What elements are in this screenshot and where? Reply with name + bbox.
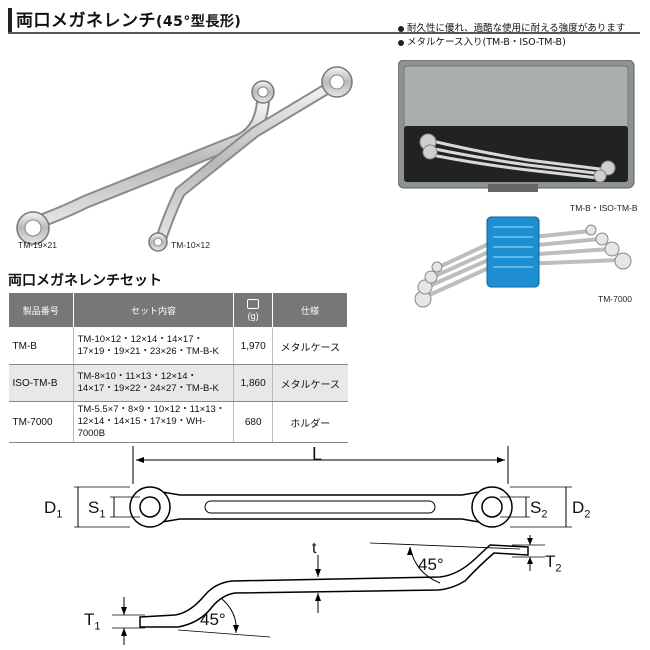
cell-weight: 680 bbox=[233, 401, 273, 443]
title-subtitle: (45°型長形) bbox=[156, 14, 242, 30]
cell-weight: 1,860 bbox=[233, 364, 273, 402]
title-main: 両口メガネレンチ bbox=[16, 11, 156, 31]
cell-spec: メタルケース bbox=[272, 327, 348, 365]
title-accent bbox=[8, 8, 12, 34]
dim-t: t bbox=[312, 540, 317, 557]
cell-contents: TM-8×10・11×13・12×14・14×17・19×22・24×27・TM… bbox=[72, 364, 234, 402]
caption-metal-case: TM-B・ISO-TM-B bbox=[570, 203, 638, 213]
holder-photo bbox=[414, 216, 632, 308]
angle-upper: 45° bbox=[418, 555, 444, 574]
caption-wrench-small: TM-10×12 bbox=[171, 240, 210, 250]
feature-item: 耐久性に優れ、過酷な使用に耐える強度があります bbox=[398, 22, 625, 36]
cell-spec: メタルケース bbox=[272, 364, 348, 402]
page-title: 両口メガネレンチ(45°型長形) bbox=[16, 8, 241, 35]
caption-wrench-large: TM-19×21 bbox=[18, 240, 57, 250]
angle-lower: 45° bbox=[200, 610, 226, 629]
dimension-diagram-side bbox=[112, 535, 545, 645]
dim-D1: D1 bbox=[44, 498, 63, 521]
col-weight: (g) bbox=[233, 292, 273, 328]
cell-product-no: TM-B bbox=[8, 327, 74, 365]
set-section-title: 両口メガネレンチセット bbox=[8, 273, 162, 289]
metal-case-photo bbox=[398, 60, 635, 192]
cell-product-no: ISO-TM-B bbox=[8, 364, 74, 402]
cell-contents: TM-10×12・12×14・14×17・17×19・19×21・23×26・T… bbox=[72, 327, 234, 365]
cell-product-no: TM-7000 bbox=[8, 401, 74, 443]
feature-list: 耐久性に優れ、過酷な使用に耐える強度があります メタルケース入り(TM-B・IS… bbox=[398, 22, 625, 50]
col-product-no: 製品番号 bbox=[8, 292, 74, 328]
dim-L: L bbox=[312, 444, 323, 464]
table-row: TM-7000 TM-5.5×7・8×9・10×12・11×13・12×14・1… bbox=[8, 401, 348, 443]
col-contents: セット内容 bbox=[72, 292, 235, 328]
dimension-diagram-top bbox=[74, 446, 572, 528]
bullet-icon bbox=[398, 39, 404, 46]
caption-holder: TM-7000 bbox=[598, 294, 633, 304]
col-spec: 仕様 bbox=[272, 292, 348, 328]
table-row: TM-B TM-10×12・12×14・14×17・17×19・19×21・23… bbox=[8, 327, 348, 365]
dim-T2: T2 bbox=[545, 552, 562, 575]
title-bar: 両口メガネレンチ(45°型長形) bbox=[8, 8, 640, 34]
dim-S2: S2 bbox=[530, 498, 548, 521]
dim-D2: D2 bbox=[572, 498, 591, 521]
cell-weight: 1,970 bbox=[233, 327, 273, 365]
bullet-icon bbox=[398, 25, 404, 32]
table-row: ISO-TM-B TM-8×10・11×13・12×14・14×17・19×22… bbox=[8, 364, 348, 402]
weight-icon bbox=[247, 299, 260, 309]
cell-contents: TM-5.5×7・8×9・10×12・11×13・12×14・14×15・17×… bbox=[72, 401, 234, 443]
feature-item: メタルケース入り(TM-B・ISO-TM-B) bbox=[398, 36, 625, 50]
dim-T1: T1 bbox=[84, 610, 101, 633]
title-rule bbox=[8, 32, 640, 34]
set-table: 製品番号 セット内容 (g) 仕様 TM-B TM-10×12・12×14・14… bbox=[8, 292, 348, 443]
cell-spec: ホルダー bbox=[272, 401, 348, 443]
wrench-photo bbox=[16, 66, 353, 252]
dim-S1: S1 bbox=[88, 498, 106, 521]
